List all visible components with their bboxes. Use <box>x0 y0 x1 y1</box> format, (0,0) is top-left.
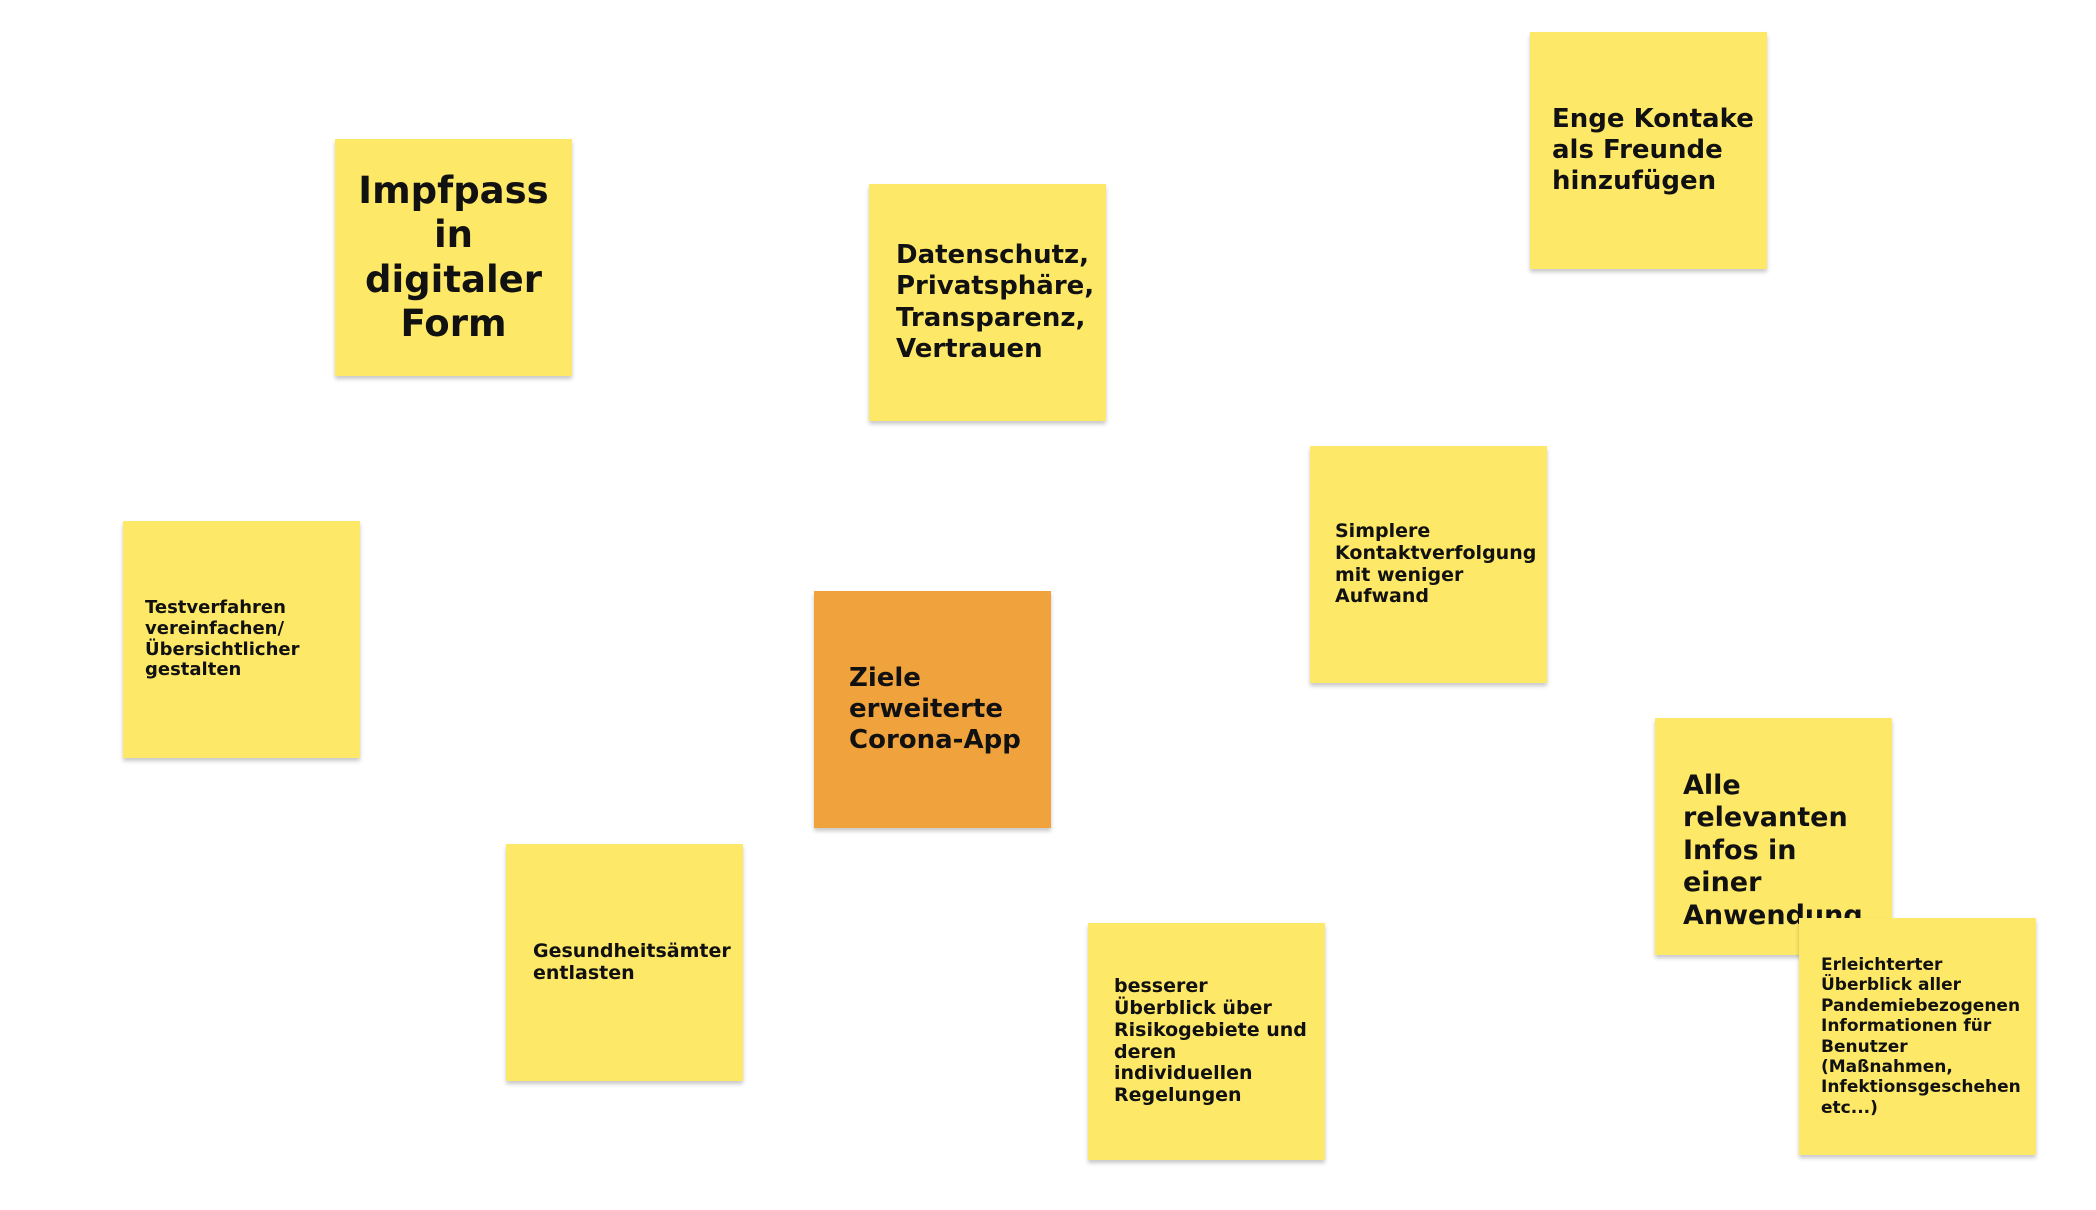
sticky-note-text: Alle relevanten Infos in einer Anwendung <box>1683 770 1863 931</box>
sticky-note-text: Simplere Kontaktverfolgung mit weniger A… <box>1335 519 1537 608</box>
sticky-note-risikogebiete[interactable]: besserer Überblick über Risikogebiete un… <box>1088 923 1325 1160</box>
sticky-note-central-topic[interactable]: Ziele erweiterte Corona-App <box>814 591 1051 828</box>
sticky-note-alle-infos[interactable]: Alle relevanten Infos in einer Anwendung <box>1655 718 1892 955</box>
sticky-note-testverfahren[interactable]: Testverfahren vereinfachen/Übersichtlich… <box>123 521 360 758</box>
sticky-note-text: Testverfahren vereinfachen/Übersichtlich… <box>145 597 300 681</box>
sticky-note-text: Ziele erweiterte Corona-App <box>849 662 1021 756</box>
sticky-note-text: Impfpass in digitaler Form <box>358 168 549 345</box>
sticky-note-text: Erleichterter Überblick aller Pandemiebe… <box>1821 954 2021 1118</box>
sticky-note-gesundheitsaemter[interactable]: Gesundheitsämter entlasten <box>506 844 743 1081</box>
sticky-note-text: Datenschutz, Privatsphäre, Transparenz, … <box>896 240 1095 364</box>
sticky-note-impfpass[interactable]: Impfpass in digitaler Form <box>335 139 572 376</box>
sticky-note-enge-kontakte[interactable]: Enge Kontake als Freunde hinzufügen <box>1530 32 1767 269</box>
sticky-note-kontaktverfolgung[interactable]: Simplere Kontaktverfolgung mit weniger A… <box>1310 446 1547 683</box>
sticky-note-text: besserer Überblick über Risikogebiete un… <box>1114 974 1307 1107</box>
sticky-note-text: Gesundheitsämter entlasten <box>533 939 731 984</box>
sticky-note-erleichterter-ueberblick[interactable]: Erleichterter Überblick aller Pandemiebe… <box>1799 918 2036 1155</box>
sticky-note-text: Enge Kontake als Freunde hinzufügen <box>1552 103 1754 197</box>
sticky-note-datenschutz[interactable]: Datenschutz, Privatsphäre, Transparenz, … <box>869 184 1106 421</box>
